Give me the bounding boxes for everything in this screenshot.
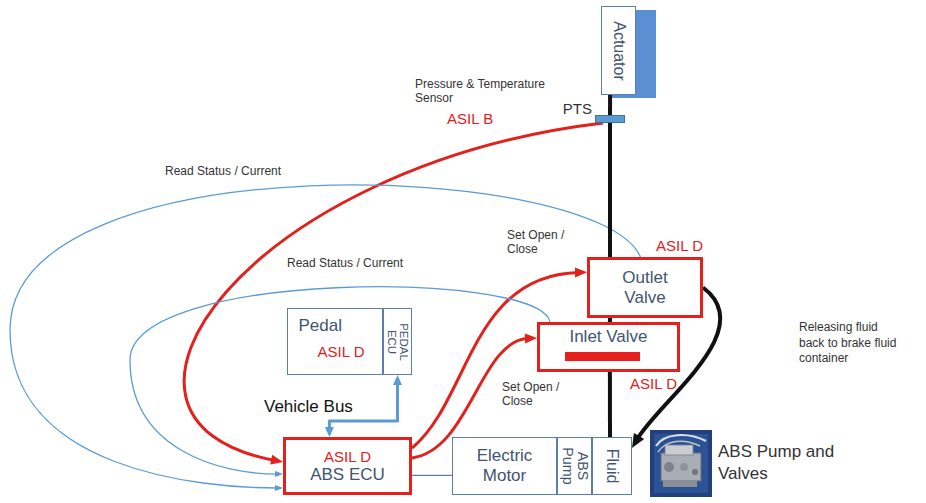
- node-text: Pressure & Temperature Sensor: [415, 78, 565, 106]
- inlet-valve-box: Inlet ValveASIL D: [537, 322, 680, 372]
- arrow-head: [632, 433, 644, 448]
- arrow-head: [270, 455, 283, 465]
- abs-pump-box: ABS Pump: [557, 437, 592, 495]
- node-text: Fluid: [603, 441, 621, 491]
- connector-line: [412, 475, 452, 476]
- node-text: Inlet Valve: [569, 327, 647, 347]
- connector-label: Read Status / Current: [163, 164, 283, 178]
- arrow-head: [525, 333, 537, 343]
- abs-ecu-box: ASIL DABS ECU: [283, 437, 412, 495]
- connector-line: [608, 372, 612, 437]
- node-text: ASIL D: [324, 448, 371, 465]
- node-text: Electric Motor: [460, 446, 550, 485]
- arrow-head: [393, 375, 402, 385]
- node-text: Outlet Valve: [605, 268, 685, 307]
- arrow-head: [325, 427, 334, 437]
- node-text: ABS ECU: [310, 465, 385, 485]
- arrow-head: [275, 485, 283, 491]
- connector: [609, 372, 610, 437]
- part-name: ABS Pump and Valves: [716, 441, 840, 485]
- pedal-box: PedalASIL D: [287, 308, 383, 375]
- outlet-valve-box: Outlet ValveASIL D: [587, 257, 703, 318]
- connector-label: Vehicle Bus: [262, 397, 355, 417]
- node-text: PTS: [545, 100, 592, 117]
- electric-motor-box: Electric Motor: [452, 437, 557, 495]
- node-text: Actuator: [609, 11, 627, 91]
- connector-label: Set Open / Close: [500, 380, 566, 409]
- valve-bar: [565, 352, 640, 361]
- pedal-ecu-box: PEDAL ECU: [383, 308, 412, 375]
- connector-label: Read Status / Current: [285, 256, 405, 270]
- node-text: ASIL D: [615, 375, 677, 392]
- node-text: ABS Pump: [560, 441, 590, 491]
- arrow-head: [575, 268, 587, 278]
- pressure-temperature-sensor: Pressure & Temperature SensorPTS: [595, 115, 625, 123]
- connector-line: [608, 123, 612, 257]
- connector-label: Releasing fluid back to brake fluid cont…: [797, 320, 901, 367]
- actuator-box: Actuator: [601, 6, 636, 95]
- node-text: PEDAL ECU: [386, 312, 410, 372]
- node-text: ASIL D: [318, 343, 378, 360]
- arrow-head: [275, 471, 283, 477]
- connector-label: ASIL B: [445, 110, 495, 128]
- connector: [610, 95, 611, 115]
- node-text: Pedal: [299, 316, 369, 336]
- connector: [412, 475, 452, 476]
- connector-label: Set Open / Close: [505, 228, 571, 257]
- node-text: ASIL D: [641, 237, 703, 254]
- fluid-box: Fluid: [592, 437, 632, 495]
- abs-unit-photo: [650, 430, 712, 497]
- connector: [610, 123, 611, 257]
- connector-line: [608, 95, 612, 115]
